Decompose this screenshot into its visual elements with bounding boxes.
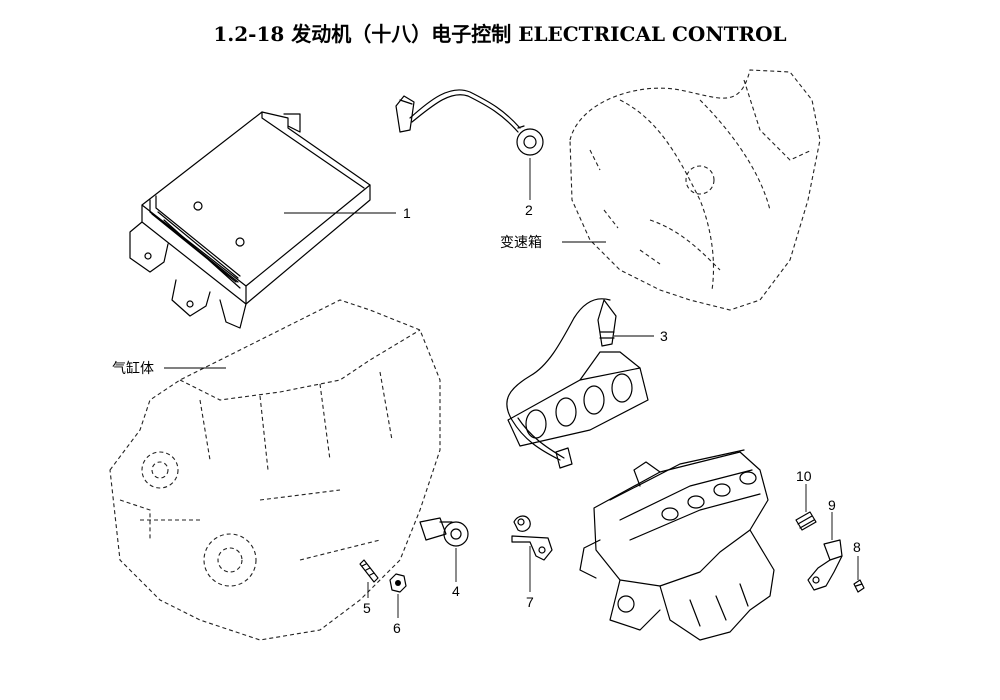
nut-part[interactable] [389,573,407,593]
callout-6: 6 [393,620,401,636]
speed-sensor-part[interactable] [395,89,544,156]
callout-7: 7 [526,594,534,610]
screw-part[interactable] [853,579,865,593]
intake-manifold-assembly[interactable] [579,449,775,641]
page-title: 1.2-18 发动机（十八）电子控制 ELECTRICAL CONTROL [213,22,787,46]
callout-5: 5 [363,600,371,616]
cylinder-block-label: 气缸体 [112,360,154,377]
position-sensor-part[interactable] [511,515,553,561]
gearbox-label: 变速箱 [500,235,542,251]
callout-3: 3 [660,328,668,344]
callout-1: 1 [403,205,411,221]
callout-4: 4 [452,583,460,599]
bolt-part[interactable] [359,559,379,583]
callout-8: 8 [853,539,861,555]
callout-2: 2 [525,202,533,218]
bracket-part[interactable] [807,539,843,591]
gearbox-part[interactable] [569,69,821,311]
ecu-part[interactable] [129,111,371,329]
callout-9: 9 [828,497,836,513]
cylinder-block-part[interactable] [109,299,441,641]
callout-10: 10 [796,468,812,484]
clip-sensor-part[interactable] [795,511,817,531]
oxygen-sensor-part[interactable] [506,298,649,469]
knock-sensor-part[interactable] [419,517,469,547]
